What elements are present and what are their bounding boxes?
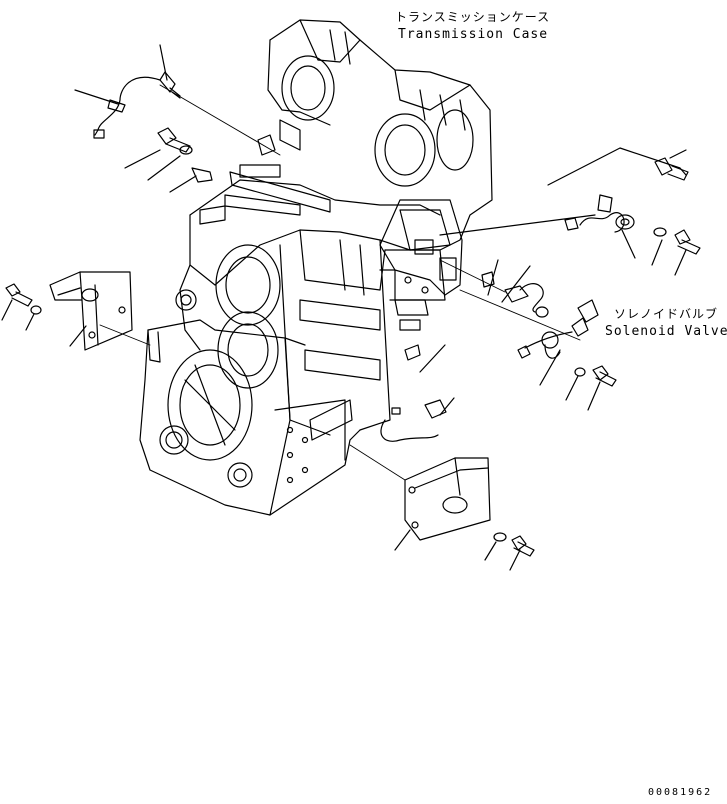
- right-harness-assembly: [439, 147, 701, 276]
- solenoid-valve-label-jp: ソレノイドバルブ: [614, 307, 719, 321]
- transmission-case-label-en: Transmission Case: [398, 27, 549, 42]
- solenoid-valve-label-en: Solenoid Valve: [605, 324, 727, 339]
- transmission-case-label-jp: トランスミッションケース: [395, 10, 551, 24]
- middle-fittings: [380, 344, 455, 442]
- assembly-leader-lines: [99, 84, 581, 481]
- drawing-number: 00081962: [648, 787, 713, 798]
- solenoid-valve-block: [379, 199, 463, 331]
- bottom-mount-bracket: [394, 457, 535, 571]
- speed-sensor-with-harness: [74, 44, 181, 139]
- bolt-washer-group-upper: [124, 127, 213, 193]
- transmission-case: [139, 19, 493, 516]
- solenoid-connectors: [481, 259, 617, 411]
- left-mount-bracket: [1, 271, 133, 351]
